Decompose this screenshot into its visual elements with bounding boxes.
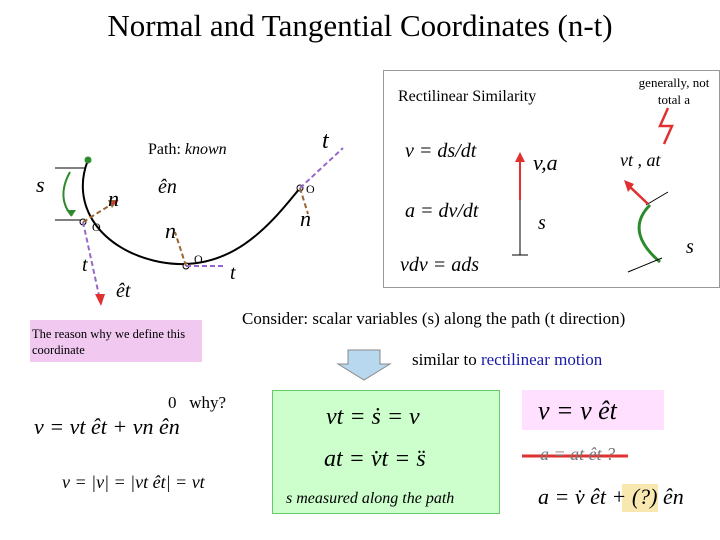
eq-at: at = v̇t = s̈ [324, 446, 426, 472]
et-label: êt [116, 280, 131, 302]
note-text: generally, not total a [638, 75, 710, 107]
origin-dot [84, 156, 92, 164]
n-vector-3 [299, 187, 309, 215]
path-label: Path: known [148, 141, 227, 158]
lightning-icon [658, 107, 674, 145]
similar-text: similar to rectilinear motion [412, 350, 603, 369]
eq-a-full: a = v̇ êt + (?) ên [538, 484, 684, 509]
green-box [272, 390, 500, 514]
s-measured-text: s measured along the path [286, 490, 455, 507]
unknown-highlight [622, 484, 658, 512]
path-curve [81, 159, 301, 265]
t-vector-1 [82, 221, 101, 301]
t-label-3: t [322, 128, 329, 154]
t-vector-3 [299, 147, 344, 189]
eq-a: a = dv/dt [405, 200, 479, 222]
n-vector-2 [174, 231, 187, 267]
down-arrow-icon [336, 349, 392, 381]
n-label-3: n [300, 206, 311, 231]
o-label-3: O [306, 182, 315, 196]
o-label-1: O [92, 220, 101, 234]
eq-v-simple: v = v êt [538, 396, 617, 425]
eq-velocity-vec: v = vt êt + vn ên [34, 414, 180, 439]
why-label: 0 why? [168, 393, 227, 412]
s-right-label: s [686, 236, 694, 258]
page-title: Normal and Tangential Coordinates (n-t) [107, 8, 613, 43]
s-rect-label: s [538, 212, 546, 234]
eq-vt: vt = ṡ = v [326, 404, 420, 430]
rectilinear-heading: Rectilinear Similarity [398, 88, 537, 105]
right-arrow [627, 184, 649, 205]
v-simple-box [522, 390, 664, 430]
right-curve [637, 203, 661, 264]
t-label-1: t [82, 254, 88, 276]
reason-text: The reason why we define this coordinate [32, 327, 186, 357]
s-arrow [62, 171, 73, 217]
n-label-1: n [108, 186, 119, 211]
eq-vdv: vdv = ads [400, 254, 480, 276]
reason-box [30, 320, 202, 362]
rectilinear-motion-link: rectilinear motion [480, 350, 603, 369]
n-vector-1 [82, 203, 113, 223]
en-label: ên [158, 176, 177, 198]
t-label-2: t [230, 262, 236, 284]
n-label-2: n [165, 218, 176, 243]
consider-text: Consider: scalar variables (s) along the… [242, 309, 626, 328]
s-label: s [36, 172, 45, 197]
eq-a-wrong: a = at êt ? [540, 444, 616, 464]
o-label-2: O [194, 252, 203, 266]
eq-v: v = ds/dt [405, 140, 477, 162]
va-label: v,a [533, 150, 558, 175]
vt-at-label: vt , at [620, 150, 661, 170]
eq-speed: v = |v| = |vt êt| = vt [62, 472, 205, 492]
